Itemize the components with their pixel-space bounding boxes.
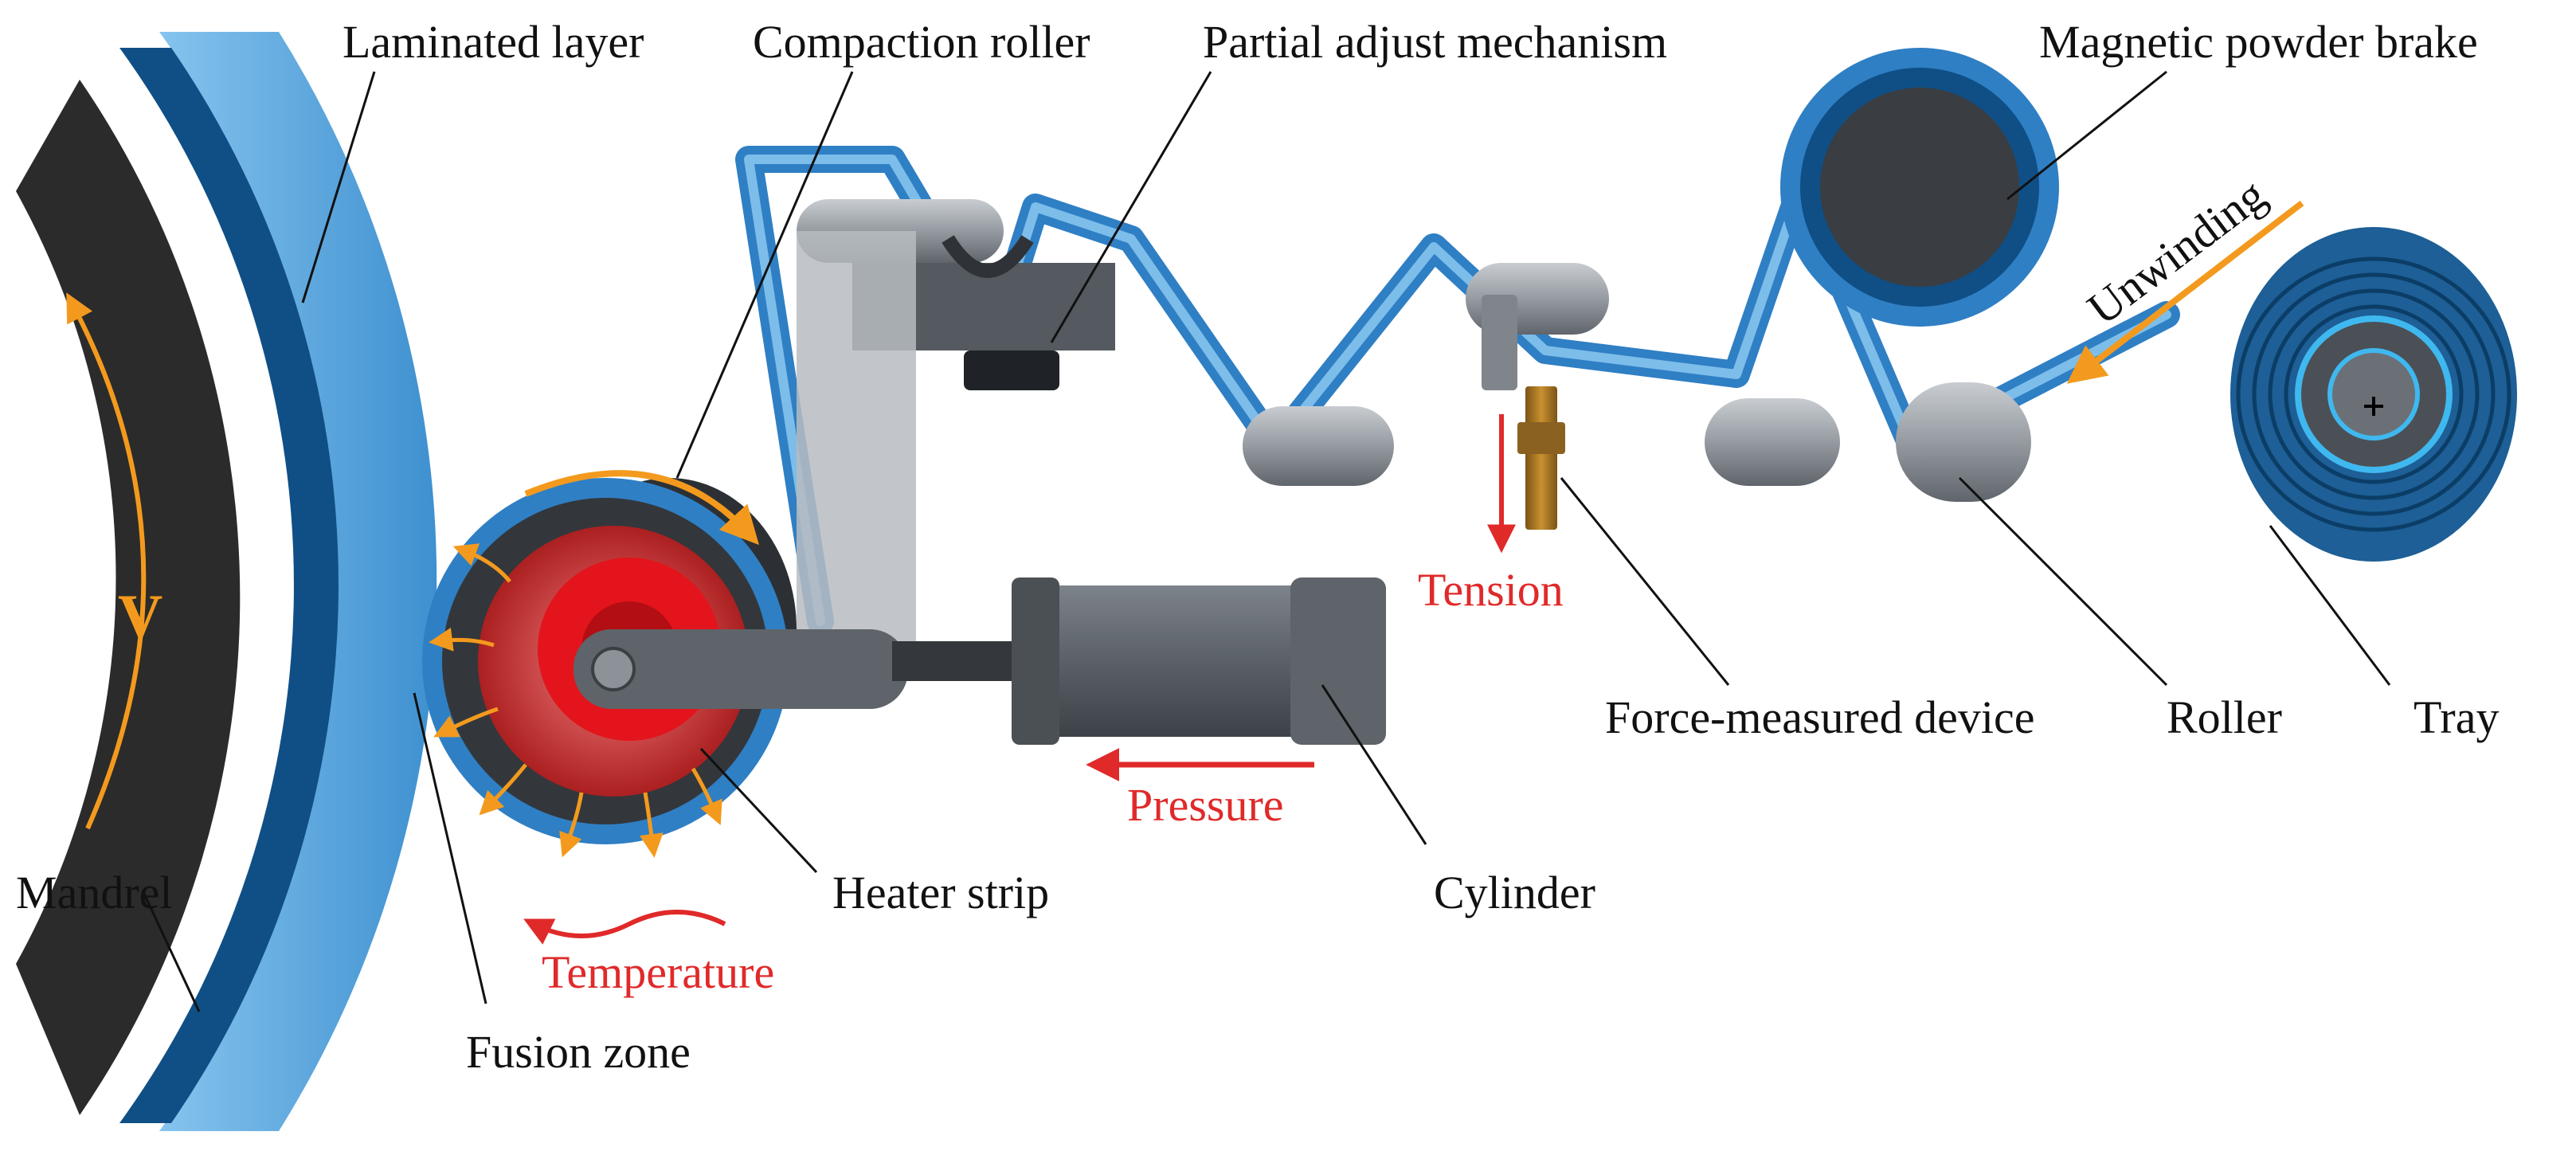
cylinder-endcap-right [1290,578,1386,745]
label-cylinder: Cylinder [1434,867,1595,918]
label-velocity: V [118,581,162,651]
tray-ring-4 [2284,304,2464,484]
mandrel-assembly [16,32,437,1131]
heat-rays [429,543,722,858]
cylinder-assembly [574,231,1386,781]
roller-mid-bottom [1243,406,1394,486]
label-laminated-layer: Laminated layer [343,16,644,68]
arm-pivot [591,647,636,691]
label-roller: Roller [2167,691,2282,743]
leader-mandrel [142,891,201,1012]
labels: Laminated layer Compaction roller Partia… [16,16,2499,1078]
leader-compaction-roller [675,71,854,479]
leader-lines [142,70,2391,1012]
cylinder-endcap-left [1012,578,1059,745]
mandrel-rotation-arrow [66,292,147,830]
roller-arm [574,629,908,709]
force-sensor-cap [1517,422,1565,454]
bracket-block [852,263,1115,350]
mandrel-shape [16,80,241,1115]
cylinder-body [1012,585,1370,737]
leader-force-device [1560,477,1730,686]
leader-laminated-layer [301,71,376,303]
bracket-cradle [942,235,1034,278]
leader-partial-adjust [1050,71,1212,343]
leader-cylinder [1321,684,1427,845]
brake-hub [1820,88,2019,287]
partial-adjust-mechanism [852,235,1115,390]
leader-fusion-zone [413,692,487,1004]
tension-hook [1482,295,1517,390]
roller-near-tray [1896,382,2031,502]
leader-tray [2269,525,2391,686]
bracket-post [964,350,1059,390]
tray-ring-1 [2236,256,2511,532]
magnetic-powder-brake [1780,48,2059,327]
tray-hub [2327,348,2420,440]
force-measured-device [1482,295,1565,554]
tray-ring-3 [2268,288,2480,500]
tray-center-mark [2364,397,2383,416]
label-tension: Tension [1418,564,1564,616]
leader-magnetic-brake [2006,70,2167,201]
label-temperature: Temperature [542,946,774,998]
leader-heater-strip [699,747,818,874]
label-mandrel: Mandrel [16,867,173,918]
tray-spool [2230,227,2517,562]
laminated-layer-edge [119,48,339,1123]
tray-ring-2 [2252,272,2496,516]
support-frame [797,231,916,661]
label-magnetic-powder-brake: Magnetic powder brake [2039,16,2478,68]
compaction-rotation-arrow [524,470,759,546]
label-partial-adjust-mechanism: Partial adjust mechanism [1203,16,1667,68]
label-heater-strip: Heater strip [832,867,1049,918]
piston-rod [892,641,1028,681]
label-fusion-zone: Fusion zone [466,1026,691,1078]
label-compaction-roller: Compaction roller [753,16,1090,68]
force-sensor-body [1525,386,1557,530]
leader-roller [1958,476,2168,687]
unwinding-arrow [2066,200,2304,384]
label-pressure: Pressure [1127,779,1284,831]
roller-right-bottom [1705,398,1840,486]
label-tray: Tray [2414,691,2499,743]
laminated-layer-shape [159,32,437,1131]
label-force-measured-device: Force-measured device [1605,691,2034,743]
temperature-arrow [523,910,726,945]
